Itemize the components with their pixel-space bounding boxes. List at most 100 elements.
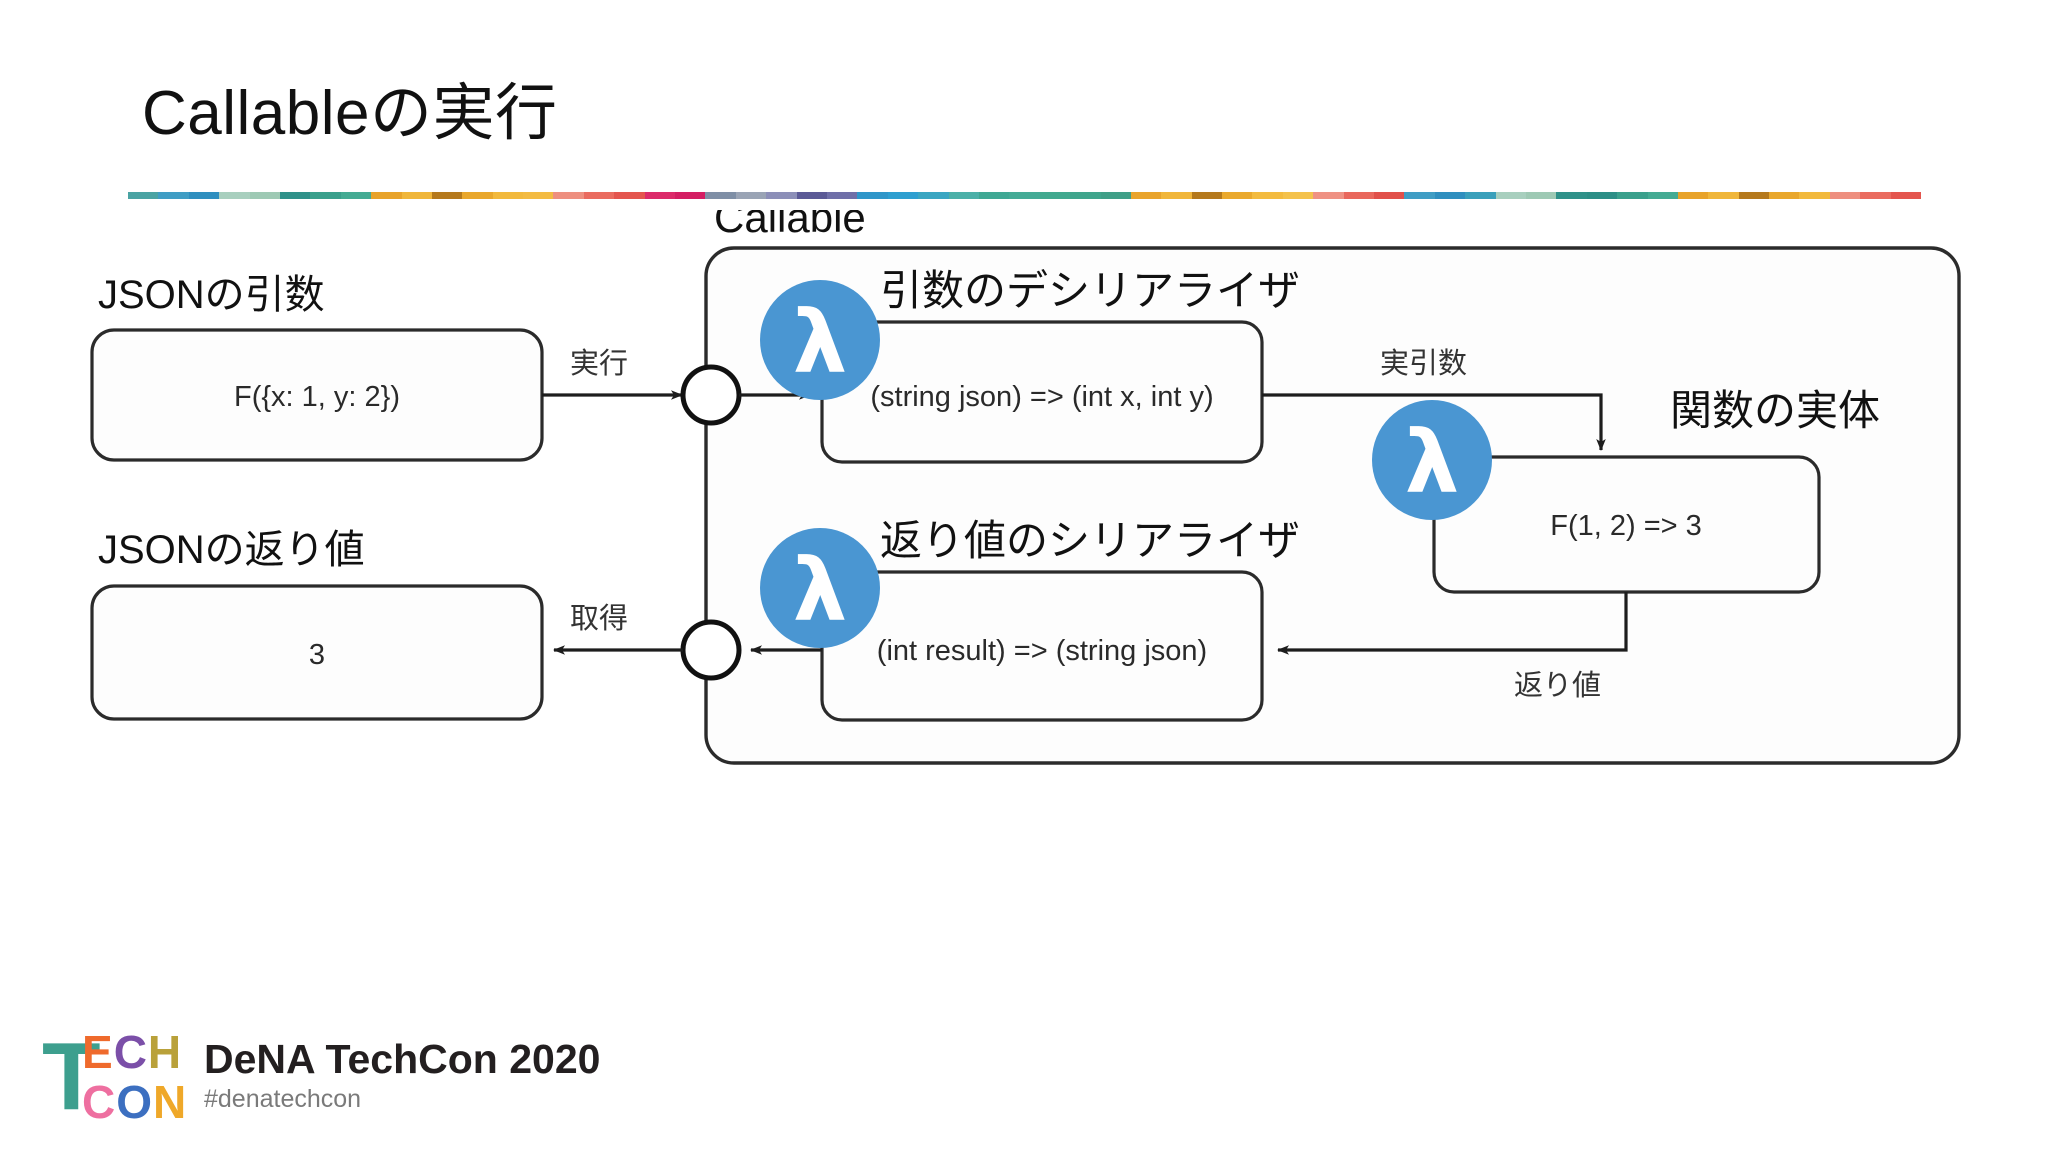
json-return-box bbox=[90, 584, 544, 721]
logo-letter-c: C bbox=[82, 1076, 117, 1128]
lambda-glyph: λ bbox=[1405, 413, 1459, 513]
lambda-glyph: λ bbox=[793, 541, 847, 641]
lambda-icon: λ bbox=[1372, 400, 1492, 520]
divider-segment bbox=[279, 192, 311, 199]
divider-segment bbox=[158, 192, 189, 199]
divider-segment bbox=[1434, 192, 1466, 199]
divider-segment bbox=[1525, 192, 1557, 199]
logo-letter-h: H bbox=[147, 1026, 183, 1078]
divider-segment bbox=[523, 192, 554, 199]
divider-segment bbox=[1677, 192, 1709, 199]
logo-letter-o: O bbox=[116, 1076, 154, 1128]
divider-segment bbox=[796, 192, 827, 199]
divider-segment bbox=[1495, 192, 1526, 199]
divider-segment bbox=[401, 192, 432, 199]
json-args-value: F({x: 1, y: 2}) bbox=[234, 381, 400, 413]
divider-segment bbox=[614, 192, 645, 199]
divider-segment bbox=[918, 192, 949, 199]
divider-segment bbox=[1647, 192, 1678, 199]
lambda-icon: λ bbox=[760, 280, 880, 400]
divider-segment bbox=[1465, 192, 1496, 199]
divider-segment bbox=[675, 192, 706, 199]
divider-segment bbox=[1617, 192, 1648, 199]
divider-segment bbox=[1161, 192, 1192, 199]
serializer-signature: (int result) => (string json) bbox=[877, 635, 1207, 667]
divider-segment bbox=[219, 192, 250, 199]
divider-segment bbox=[1191, 192, 1223, 199]
edge-label-return-value: 返り値 bbox=[1514, 669, 1601, 702]
divider-segment bbox=[1282, 192, 1314, 199]
logo-letter-t-large: T bbox=[42, 1023, 101, 1130]
divider-segment bbox=[1586, 192, 1618, 199]
divider-segment bbox=[1829, 192, 1861, 199]
lambda-glyph: λ bbox=[793, 293, 847, 393]
divider-segment bbox=[188, 192, 220, 199]
divider-segment bbox=[492, 192, 524, 199]
divider-segment bbox=[948, 192, 979, 199]
divider-segment bbox=[1890, 192, 1922, 199]
divider-segment bbox=[340, 192, 372, 199]
divider-segment bbox=[1252, 192, 1283, 199]
function-body-label: 関数の実体 bbox=[1670, 387, 1880, 434]
divider-segment bbox=[1070, 192, 1101, 199]
divider-segment bbox=[1769, 192, 1800, 199]
logo-letter-e: E bbox=[82, 1026, 114, 1078]
divider-segment bbox=[1556, 192, 1587, 199]
divider-segment bbox=[553, 192, 584, 199]
divider-segment bbox=[1799, 192, 1830, 199]
divider-segment bbox=[462, 192, 493, 199]
divider-segment bbox=[1860, 192, 1891, 199]
edge-deserializer-to-function bbox=[1262, 393, 1606, 451]
divider-segment bbox=[1708, 192, 1739, 199]
divider-segment bbox=[249, 192, 280, 199]
divider-segment bbox=[887, 192, 919, 199]
callable-title: Callable bbox=[714, 210, 866, 241]
divider-segment bbox=[735, 192, 767, 199]
json-return-label: JSONの返り値 bbox=[98, 528, 365, 572]
divider-segment bbox=[644, 192, 676, 199]
edge-label-actual-args: 実引数 bbox=[1380, 347, 1467, 380]
divider-segment bbox=[1039, 192, 1071, 199]
logo-letter-c: C bbox=[113, 1026, 148, 1078]
divider-segment bbox=[705, 192, 736, 199]
deserializer-signature: (string json) => (int x, int y) bbox=[870, 381, 1213, 413]
json-return-value: 3 bbox=[309, 639, 325, 671]
divider-segment bbox=[1738, 192, 1770, 199]
divider-segment bbox=[766, 192, 797, 199]
divider-segment bbox=[857, 192, 888, 199]
callable-execution-diagram: Callable JSONの引数 F({x: 1, y: 2}) JSONの返り… bbox=[90, 210, 1961, 765]
footer-hashtag: #denatechcon bbox=[204, 1085, 362, 1114]
edge-label-invoke: 実行 bbox=[570, 347, 628, 380]
divider-segment bbox=[1100, 192, 1131, 199]
json-args-label: JSONの引数 bbox=[98, 273, 325, 317]
edge-label-retrieve: 取得 bbox=[570, 602, 628, 635]
divider-segment bbox=[1374, 192, 1405, 199]
divider-segment bbox=[310, 192, 341, 199]
junction-node-top bbox=[680, 364, 742, 426]
rainbow-divider bbox=[128, 192, 1922, 199]
edge-function-to-serializer bbox=[1277, 592, 1628, 655]
divider-segment bbox=[128, 192, 159, 199]
divider-segment bbox=[431, 192, 463, 199]
junction-node-bottom bbox=[680, 619, 742, 681]
footer-text-block: DeNA TechCon 2020 #denatechcon bbox=[204, 1038, 600, 1115]
function-body-value: F(1, 2) => 3 bbox=[1550, 510, 1702, 542]
divider-segment bbox=[1130, 192, 1162, 199]
divider-segment bbox=[826, 192, 858, 199]
divider-segment bbox=[1009, 192, 1040, 199]
divider-segment bbox=[1343, 192, 1375, 199]
page-title: Callableの実行 bbox=[142, 79, 558, 148]
divider-segment bbox=[371, 192, 402, 199]
divider-segment bbox=[1313, 192, 1344, 199]
divider-segment bbox=[583, 192, 615, 199]
divider-segment bbox=[1222, 192, 1253, 199]
serializer-label: 返り値のシリアライザ bbox=[880, 517, 1300, 564]
divider-segment bbox=[978, 192, 1010, 199]
divider-segment bbox=[1404, 192, 1435, 199]
logo-letter-n: N bbox=[153, 1076, 188, 1128]
deserializer-label: 引数のデシリアライザ bbox=[880, 267, 1300, 314]
